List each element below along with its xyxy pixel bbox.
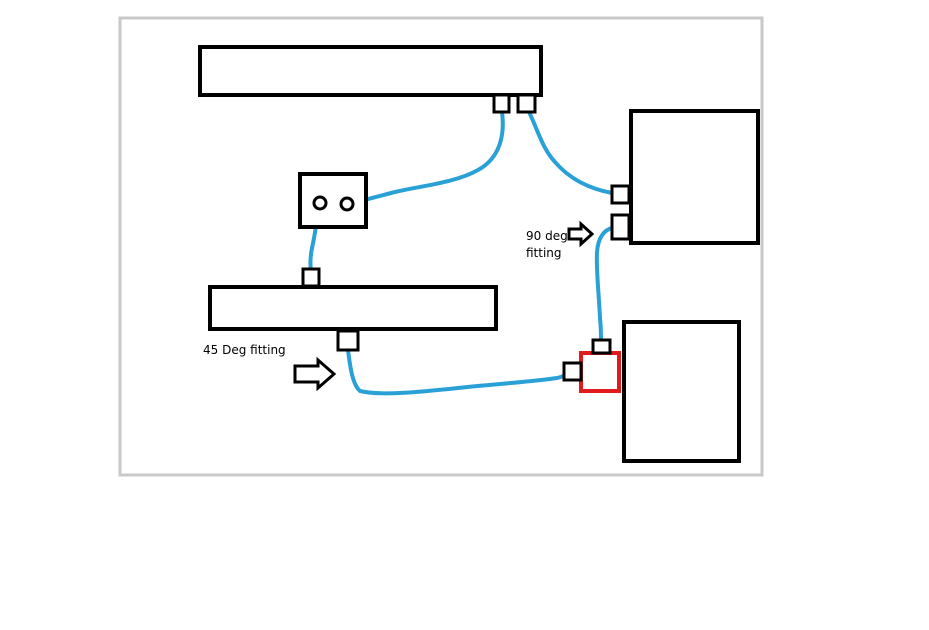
red-fitting bbox=[579, 351, 621, 393]
lower-bar-fitting-top bbox=[301, 267, 321, 288]
hose-top-bar-to-valve bbox=[346, 110, 505, 205]
hose-right-box-to-red-fitting bbox=[594, 226, 614, 342]
diagram-frame bbox=[118, 16, 764, 477]
top-bar-fitting-right bbox=[516, 93, 537, 114]
red-fitting-port-top bbox=[591, 338, 612, 355]
lower-bar bbox=[208, 285, 498, 331]
right-upper-box bbox=[629, 109, 760, 245]
valve-port-right bbox=[339, 196, 355, 212]
hose-top-bar-to-right-box bbox=[527, 110, 614, 195]
top-bar bbox=[198, 45, 543, 97]
label-90-line1: 90 deg bbox=[526, 229, 568, 243]
lower-bar-fitting-bottom bbox=[336, 329, 360, 352]
arrow-right-icon bbox=[567, 220, 595, 248]
right-upper-box-fitting-bottom bbox=[610, 213, 631, 241]
valve-port-left bbox=[312, 195, 328, 211]
valve-box bbox=[298, 172, 368, 229]
right-lower-box bbox=[622, 320, 741, 463]
red-fitting-port-left bbox=[562, 361, 583, 382]
label-90-deg-fitting: 90 deg fitting bbox=[526, 228, 568, 262]
hose-lower-bar-to-red-fitting bbox=[346, 348, 568, 396]
top-bar-fitting-left bbox=[492, 93, 511, 114]
hoses bbox=[308, 110, 614, 396]
label-90-line2: fitting bbox=[526, 246, 562, 260]
label-45-deg-fitting: 45 Deg fitting bbox=[203, 343, 286, 357]
right-upper-box-fitting-top bbox=[610, 184, 631, 205]
arrow-right-icon bbox=[293, 356, 337, 392]
